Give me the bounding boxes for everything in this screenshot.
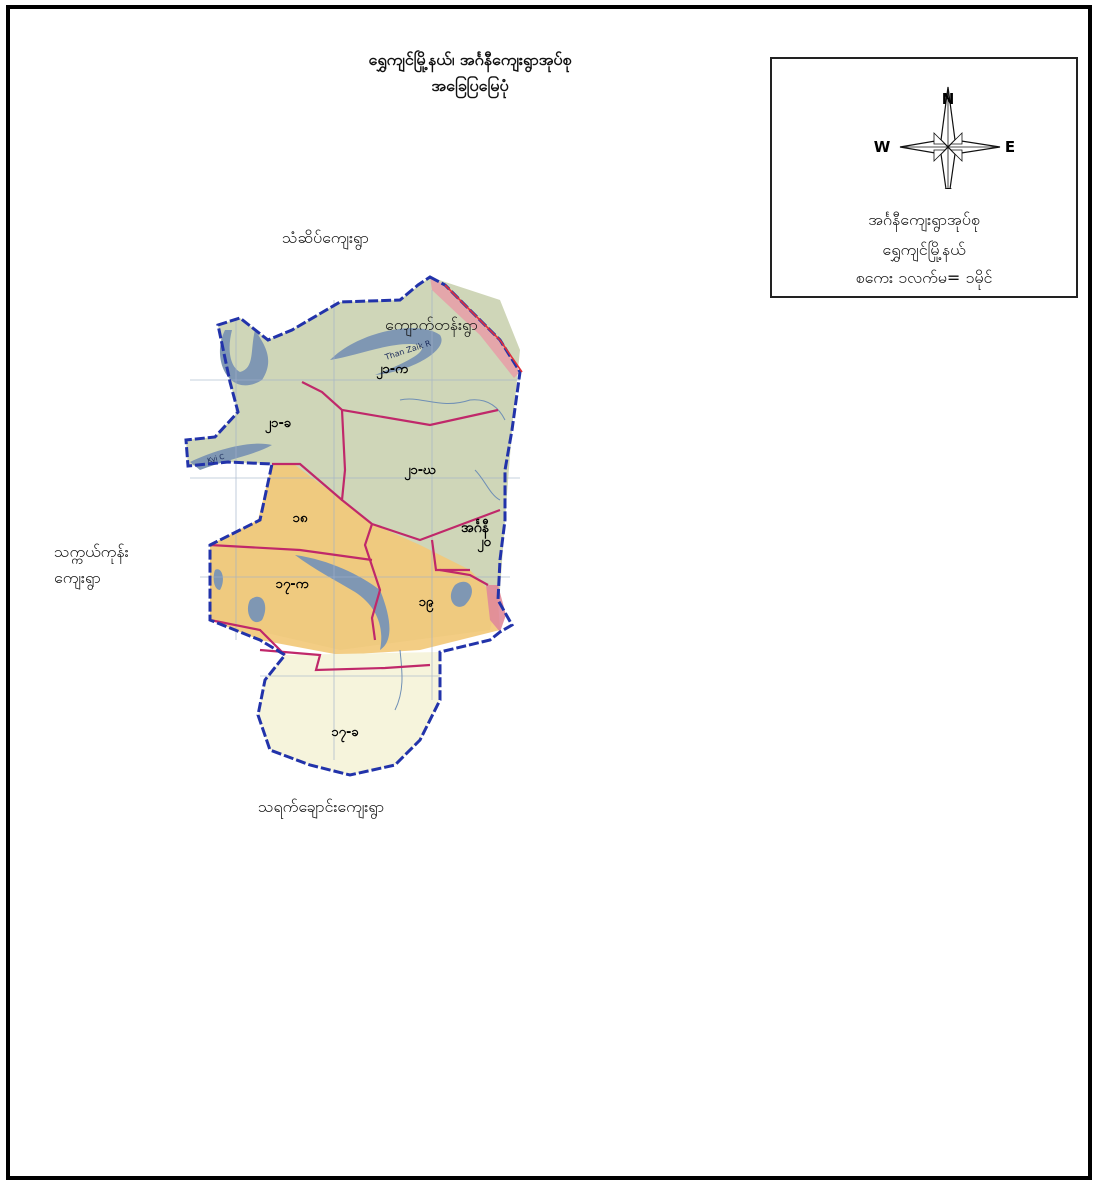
zone-lines	[209, 381, 501, 672]
east-strip	[430, 277, 520, 378]
legend-line-3: စကေး ၁လက်မ= ၁မိုင်	[855, 268, 993, 287]
compass-n: N	[942, 90, 955, 108]
map-subtitle: အခြေပြမြေပုံ	[431, 76, 509, 95]
tract-boundary	[184, 275, 522, 777]
river-than-zaik	[330, 328, 442, 375]
zone-20: ၂၀	[477, 535, 491, 553]
neighbor-north: သံဆိပ်ကျေးရွာ	[282, 228, 369, 247]
neighbor-north-east: ကျောက်တန်းရွာ	[385, 315, 478, 337]
village-label: အင်္ဂနီ	[461, 519, 490, 539]
zone-19: ၁၉	[419, 595, 434, 613]
pond-19	[450, 581, 472, 607]
neighbor-west-2: ကျေးရွာ	[54, 568, 101, 587]
compass-e: E	[1005, 138, 1015, 156]
river-loop-west	[219, 330, 269, 386]
zone-18: ၁၈	[293, 511, 308, 526]
zone-17-ka: ၁၇-က	[276, 577, 309, 595]
river-middle	[295, 555, 390, 650]
east-red-line	[444, 284, 523, 373]
compass-rose-icon: N S E W	[874, 86, 1015, 189]
zone-21-kha: ၂၁-ခ	[265, 416, 292, 434]
east-strip-south	[486, 585, 506, 632]
legend-line-1: အင်္ဂနီကျေးရွာအုပ်စု	[868, 210, 980, 229]
compass-s: S	[943, 185, 954, 189]
neighbor-west-1: သက္ကယ်ကုန်း	[54, 542, 129, 561]
zone-21-gha: ၂၁-ဃ	[404, 463, 436, 481]
orange-area	[210, 464, 500, 655]
map-grid	[190, 290, 520, 760]
map-frame	[6, 5, 1092, 1180]
pond-west	[213, 569, 223, 590]
streams	[394, 398, 506, 711]
zone-17-kha: ၁၇-ခ	[331, 725, 359, 743]
compass-w: W	[874, 138, 891, 156]
pale-area	[258, 652, 440, 775]
neighbor-south: သရက်ချောင်းကျေးရွာ	[258, 797, 385, 816]
legend-line-2: ရွှေကျင်မြို့နယ်	[882, 240, 966, 259]
zone-21-ka: ၂၁-က	[376, 362, 408, 380]
pond-17a	[247, 596, 266, 623]
map-title: ရွှေကျင်မြို့နယ်၊ အင်္ဂနီကျေးရွာအုပ်စု	[368, 50, 572, 69]
legend-box: N S E W အင်္ဂနီကျေးရွာအုပ်စု ရွှေကျင်မြိ…	[770, 57, 1078, 298]
